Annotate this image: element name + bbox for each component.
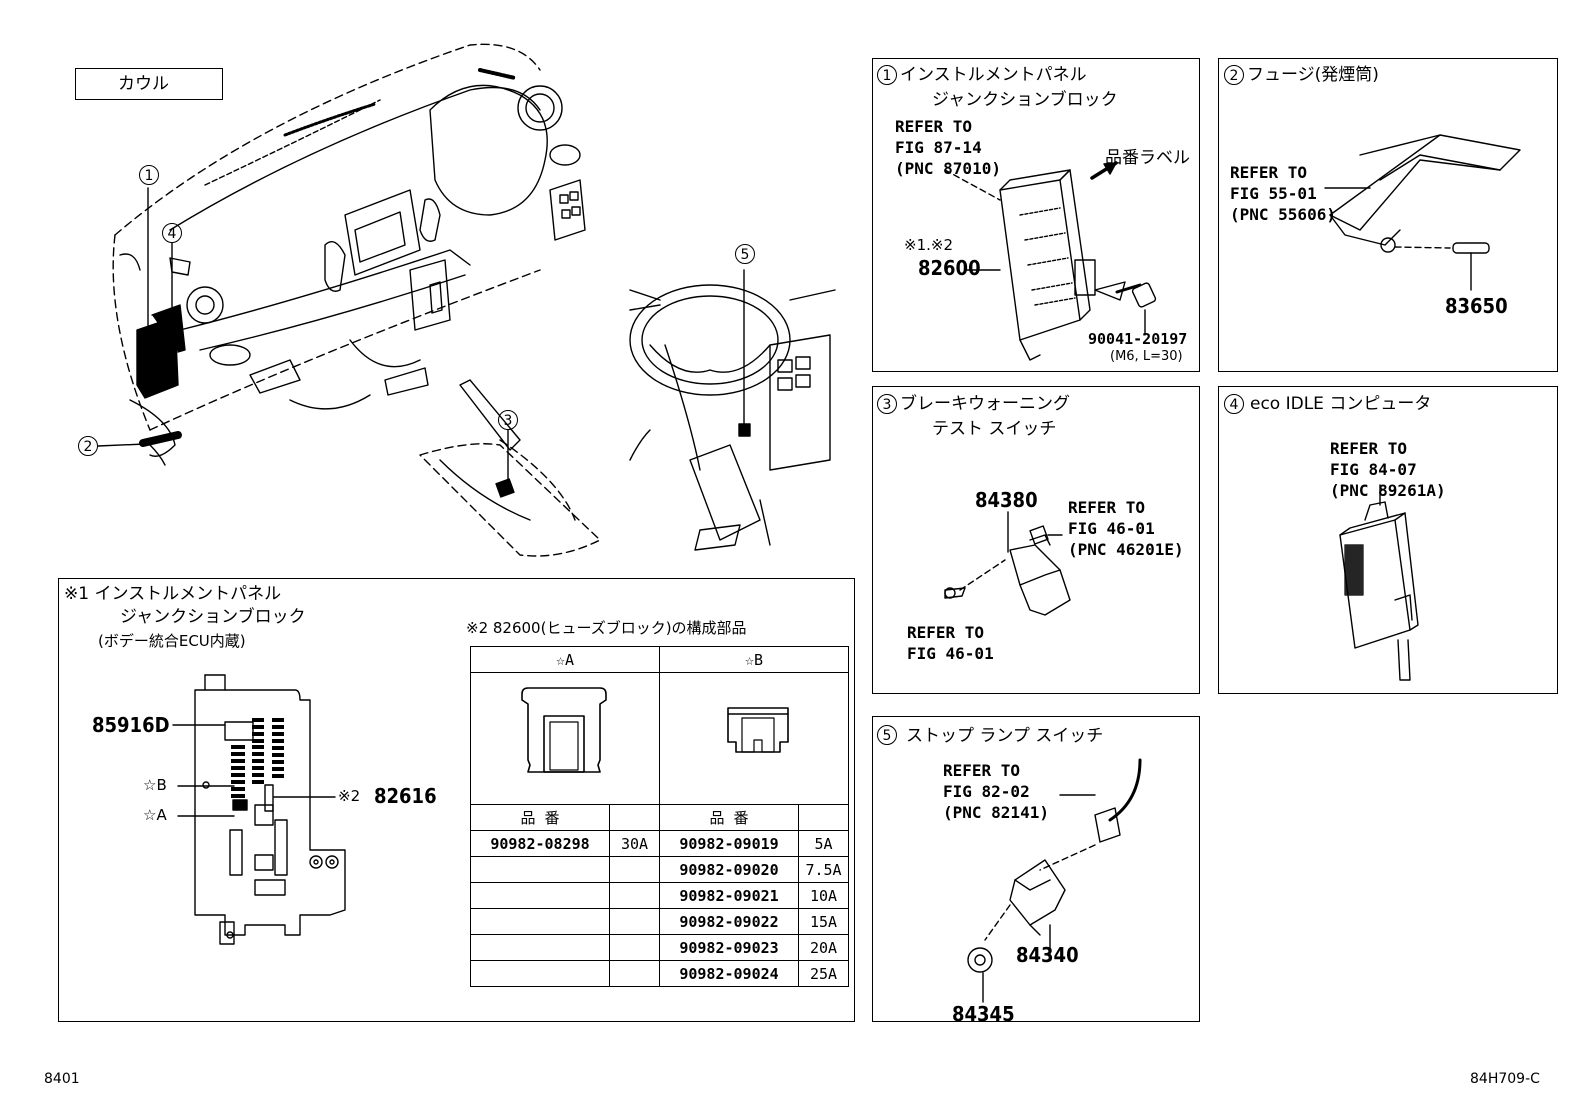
panel-1-num: 1 [877, 65, 897, 85]
panel-5-part-nut: 84345 [952, 1002, 1015, 1026]
panel-3 [872, 386, 1200, 694]
stop-lamp-switch-art [967, 758, 1142, 1003]
panel-2-refer: REFER TO FIG 55-01 (PNC 55606) [1230, 163, 1336, 224]
panel-5-title: ストップ ランプ スイッチ [906, 726, 1104, 746]
fuse-head-b: ☆B [659, 646, 849, 673]
junction-subtitle: (ボデー統合ECU内蔵) [98, 632, 246, 650]
panel-2 [1218, 58, 1558, 372]
cowl-label: カウル [118, 74, 169, 94]
fuse-head-a: ☆A [470, 646, 660, 673]
callout-4: 4 [162, 223, 182, 243]
panel-3-title-1: ブレーキウォーニング [900, 394, 1070, 414]
col-partno-b: 品 番 [659, 804, 799, 831]
junction-title-1: ※1 インストルメントパネル [64, 584, 282, 604]
fuse-image-a [470, 672, 660, 805]
panel-2-title: フュージ(発煙筒) [1247, 65, 1379, 85]
panel-3-refer-a: REFER TO FIG 46-01 (PNC 46201E) [1068, 498, 1184, 559]
panel-1-part-bolt: 90041-20197 [1088, 330, 1188, 348]
fuse-pin-rows [231, 718, 284, 798]
panel-4-refer: REFER TO FIG 84-07 (PNC 89261A) [1330, 439, 1446, 500]
panel-1-title-2: ジャンクションブロック [932, 90, 1118, 110]
panel-3-refer-b: REFER TO FIG 46-01 [907, 623, 994, 663]
col-amp-a [609, 804, 660, 831]
junction-board-art [172, 674, 346, 945]
junction-star-a: ☆A [143, 806, 167, 824]
console-illustration [419, 379, 601, 557]
fuse-image-b [659, 672, 849, 805]
panel-1 [872, 58, 1200, 372]
junction-star-b: ☆B [143, 776, 167, 794]
col-partno-a: 品 番 [470, 804, 610, 831]
callout-5: 5 [735, 244, 755, 264]
panel-5-part-switch: 84340 [1016, 943, 1079, 967]
callout-2: 2 [78, 436, 98, 456]
panel-1-label-arrow: 品番ラベル [1105, 148, 1190, 168]
panel-2-part: 83650 [1445, 294, 1508, 318]
panel-1-note: ※1.※2 [904, 236, 953, 254]
callout-1: 1 [139, 165, 159, 185]
panel-1-refer: REFER TO FIG 87-14 (PNC 87010) [895, 117, 1001, 178]
panel-5-num: 5 [877, 725, 897, 745]
junction-title-2: ジャンクションブロック [120, 607, 306, 627]
table-row: 90982-09022 15A [470, 908, 849, 935]
panel-4-title: eco IDLE コンピュータ [1250, 394, 1432, 414]
callout-3: 3 [498, 410, 518, 430]
col-amp-b [798, 804, 849, 831]
table-row: 90982-09020 7.5A [470, 856, 849, 883]
panel-1-title-1: インストルメントパネル [900, 65, 1087, 85]
junction-panel [58, 578, 855, 1022]
panel-2-num: 2 [1224, 65, 1244, 85]
cowl-label-box: カウル [75, 68, 223, 100]
panel-3-part: 84380 [975, 488, 1038, 512]
steering-illustration [629, 269, 836, 551]
brake-switch-art [944, 511, 1071, 616]
panel-5-refer: REFER TO FIG 82-02 (PNC 82141) [943, 761, 1049, 822]
panel-4 [1218, 386, 1558, 694]
eco-idle-ecu-art [1339, 484, 1419, 681]
panel-1-bolt-spec: (M6, L=30) [1110, 349, 1183, 364]
fuse-table: ☆A ☆B 品 番 品 番 90982-08298 30A 90982-0901… [470, 646, 849, 987]
dashboard-illustration [97, 43, 586, 466]
panel-5 [872, 716, 1200, 1022]
panel-1-part-main: 82600 [918, 256, 981, 280]
junction-note-2: ※2 [338, 787, 361, 805]
figure-code: 84H709-C [1470, 1071, 1540, 1087]
fuse-holder-art [1324, 134, 1521, 291]
page-code: 8401 [44, 1071, 80, 1087]
table-row: 90982-08298 30A 90982-09019 5A [470, 830, 849, 857]
panel-3-num: 3 [877, 394, 897, 414]
panel-3-title-2: テスト スイッチ [932, 419, 1057, 439]
junction-part-82616: 82616 [374, 784, 437, 808]
table-row: 90982-09023 20A [470, 934, 849, 961]
fuse-table-caption: ※2 82600(ヒューズブロック)の構成部品 [466, 619, 747, 637]
junction-block-art [944, 161, 1157, 361]
table-row: 90982-09024 25A [470, 960, 849, 987]
panel-4-num: 4 [1224, 394, 1244, 414]
table-row: 90982-09021 10A [470, 882, 849, 909]
junction-part-label: 85916D [92, 713, 170, 737]
